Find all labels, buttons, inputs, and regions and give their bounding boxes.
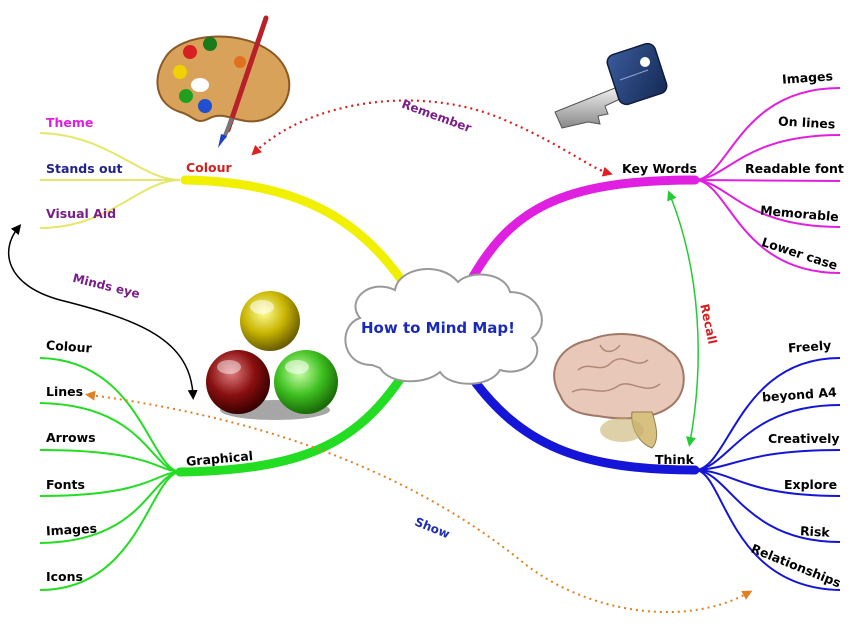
think-item-creatively: Creatively bbox=[768, 431, 840, 446]
keywords-item-on-lines: On lines bbox=[777, 113, 836, 132]
brain-icon bbox=[553, 333, 685, 449]
colour-item-stands-out: Stands out bbox=[46, 161, 123, 176]
graphical-item-lines: Lines bbox=[46, 384, 84, 399]
minds-eye-arrow bbox=[8, 224, 198, 400]
keywords-sub-branches bbox=[696, 87, 841, 274]
key-icon bbox=[554, 42, 668, 129]
branch-label-think: Think bbox=[655, 452, 694, 467]
branch-label-colour: Colour bbox=[186, 160, 232, 175]
graphical-item-colour: Colour bbox=[45, 337, 93, 356]
keywords-main-branch bbox=[465, 175, 700, 287]
think-item-explore: Explore bbox=[784, 477, 838, 492]
palette-icon bbox=[156, 15, 291, 148]
graphical-item-icons: Icons bbox=[46, 569, 83, 584]
branch-label-key-words: Key Words bbox=[622, 161, 697, 176]
graphical-item-images: Images bbox=[45, 520, 98, 539]
graphical-item-arrows: Arrows bbox=[46, 430, 96, 445]
keywords-item-readable-font: Readable font bbox=[745, 161, 844, 176]
think-item-freely: Freely bbox=[787, 337, 832, 356]
spheres-icon bbox=[206, 291, 338, 420]
graphical-item-fonts: Fonts bbox=[46, 477, 85, 492]
colour-item-theme: Theme bbox=[46, 115, 94, 130]
colour-item-visual-aid: Visual Aid bbox=[46, 206, 117, 221]
cloud-icon bbox=[344, 267, 543, 385]
central-topic: How to Mind Map! bbox=[361, 319, 515, 337]
colour-main-branch bbox=[180, 175, 410, 290]
show-arrow bbox=[85, 390, 753, 614]
think-item-risk: Risk bbox=[799, 523, 831, 540]
recall-arrow bbox=[667, 190, 699, 447]
